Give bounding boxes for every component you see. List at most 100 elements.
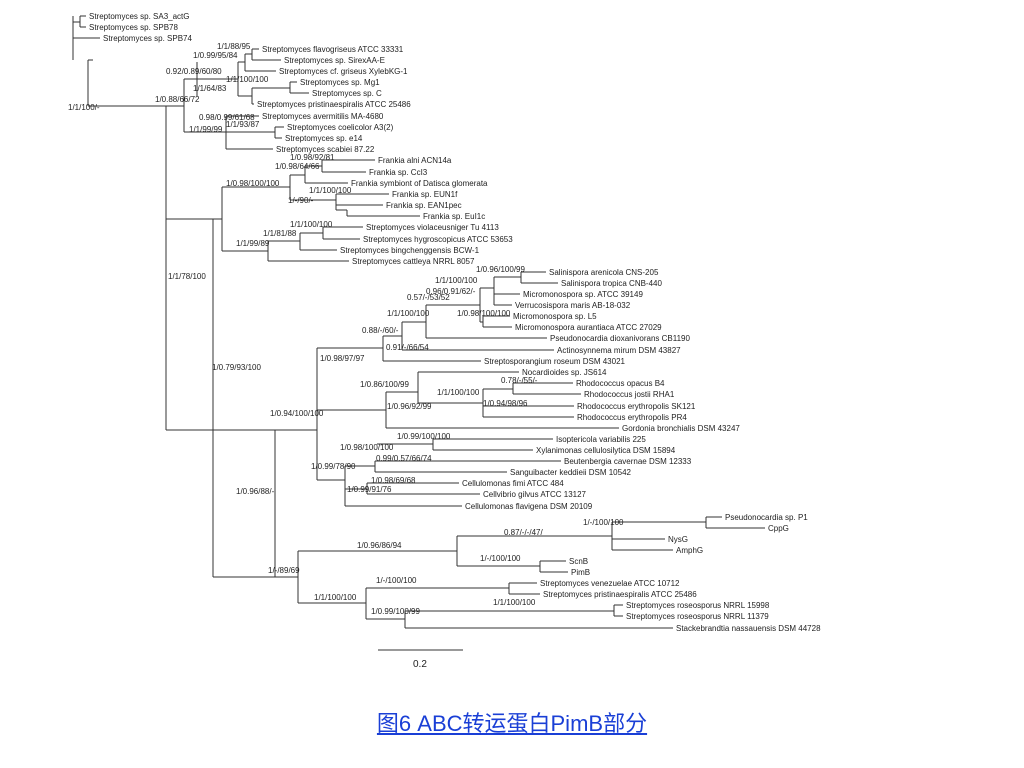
support-label: 1/0.96/86/94 [357, 541, 402, 550]
support-label: 1/1/100/100 [314, 593, 357, 602]
support-label: 0.99/0.57/66/74 [376, 454, 432, 463]
taxon-label: Streptomyces sp. SirexAA-E [284, 56, 385, 65]
support-label: 1/0.94/98/96 [483, 399, 528, 408]
taxon-label: Streptomyces bingchenggensis BCW-1 [340, 246, 480, 255]
taxon-label: PimB [571, 568, 590, 577]
taxon-label: Streptomyces cf. griseus XylebKG-1 [279, 67, 408, 76]
taxon-label: Streptomyces flavogriseus ATCC 33331 [262, 45, 404, 54]
taxon-label: Rhodococcus erythropolis SK121 [577, 402, 696, 411]
taxon-label: ScnB [569, 557, 588, 566]
support-label: 1/0.86/100/99 [360, 380, 409, 389]
taxon-label: Gordonia bronchialis DSM 43247 [622, 424, 740, 433]
taxon-label: Frankia sp. EAN1pec [386, 201, 462, 210]
support-label: 1/1/100/100 [435, 276, 478, 285]
support-label: 1/1/100/100 [290, 220, 333, 229]
taxon-label: Rhodococcus opacus B4 [576, 379, 665, 388]
taxon-label: Streptomyces venezuelae ATCC 10712 [540, 579, 680, 588]
support-label: 1/0.99/95/84 [193, 51, 238, 60]
support-label: 1/1/93/87 [226, 120, 260, 129]
taxon-label: Stackebrandtia nassauensis DSM 44728 [676, 624, 821, 633]
support-label: 1/1/100/- [68, 103, 100, 112]
taxon-label: NysG [668, 535, 688, 544]
taxon-labels: Streptomyces sp. SA3_actG Streptomyces sp… [89, 12, 821, 633]
support-label: 1/1/100/100 [437, 388, 480, 397]
support-label: 1/-/89/69 [268, 566, 300, 575]
support-label: 1/0.99/78/90 [311, 462, 356, 471]
support-label: 1/-/100/100 [583, 518, 624, 527]
taxon-label: Salinispora tropica CNB-440 [561, 279, 662, 288]
support-label: 1/0.98/97/97 [320, 354, 365, 363]
support-label: 0.57/-/53/52 [407, 293, 450, 302]
scale-bar-label: 0.2 [413, 659, 427, 670]
tree-branches [72, 15, 765, 629]
support-label: 0.98/0.99/61/68 [199, 113, 255, 122]
taxon-label: Micromonospora sp. ATCC 39149 [523, 290, 643, 299]
taxon-label: Streptomyces scabiei 87.22 [276, 145, 375, 154]
support-label: 1/0.99/100/99 [371, 607, 420, 616]
support-label: 1/1/100/100 [387, 309, 430, 318]
support-label: 1/1/81/88 [263, 229, 297, 238]
support-label: 1/0.88/66/72 [155, 95, 200, 104]
support-label: 1/0.98/100/100 [457, 309, 511, 318]
support-label: 1/0.79/93/100 [212, 363, 261, 372]
taxon-label: Xylanimonas cellulosilytica DSM 15894 [536, 446, 676, 455]
taxon-label: Frankia symbiont of Datisca glomerata [351, 179, 488, 188]
taxon-label: Cellulomonas fimi ATCC 484 [462, 479, 564, 488]
taxon-label: Streptomyces violaceusniger Tu 4113 [366, 223, 499, 232]
support-label: 1/1/78/100 [168, 272, 206, 281]
support-label: 1/0.99/91/76 [347, 485, 392, 494]
figure-caption: 图6 ABC转运蛋白PimB部分 [376, 711, 648, 736]
support-label: 0.88/-/60/- [362, 326, 399, 335]
taxon-label: Pseudonocardia sp. P1 [725, 513, 808, 522]
support-label: 1/0.98/92/81 [290, 153, 335, 162]
taxon-label: Streptosporangium roseum DSM 43021 [484, 357, 626, 366]
taxon-label: Isoptericola variabilis 225 [556, 435, 646, 444]
support-label: 1/1/100/100 [309, 186, 352, 195]
support-label: 1/-/100/100 [376, 576, 417, 585]
taxon-label: Micromonospora sp. L5 [513, 312, 597, 321]
taxon-label: Salinispora arenicola CNS-205 [549, 268, 659, 277]
support-label: 1/0.98/100/100 [340, 443, 394, 452]
taxon-label: Frankia sp. CcI3 [369, 168, 428, 177]
support-label: 1/1/99/99 [189, 125, 223, 134]
support-label: 0.78/-/55/- [501, 376, 538, 385]
support-label: 1/0.96/100/99 [476, 265, 525, 274]
taxon-label: Streptomyces pristinaespiralis ATCC 2548… [543, 590, 697, 599]
support-label: 1/0.99/100/100 [397, 432, 451, 441]
taxon-label: Streptomyces cattleya NRRL 8057 [352, 257, 475, 266]
taxon-label: Rhodococcus erythropolis PR4 [577, 413, 687, 422]
support-label: 1/1/64/83 [193, 84, 227, 93]
support-label: 1/0.98/69/68 [371, 476, 416, 485]
scale-bar: 0.2 [378, 649, 463, 670]
support-label: 0.87/-/-/47/ [504, 528, 543, 537]
taxon-label: Frankia sp. EUN1f [392, 190, 458, 199]
taxon-label: Rhodococcus jostii RHA1 [584, 390, 675, 399]
taxon-label: Streptomyces sp. e14 [285, 134, 363, 143]
support-labels: 1/1/88/951/0.99/95/840.92/0.89/60/801/1/… [68, 42, 624, 616]
support-label: 1/0.96/88/- [236, 487, 275, 496]
support-label: 1/0.94/100/100 [270, 409, 324, 418]
taxon-label: Streptomyces sp. Mg1 [300, 78, 380, 87]
taxon-label: Streptomyces sp. C [312, 89, 382, 98]
support-label: 1/-/100/100 [480, 554, 521, 563]
taxon-label: Cellvibrio gilvus ATCC 13127 [483, 490, 587, 499]
taxon-label: Streptomyces pristinaespiralis ATCC 2548… [257, 100, 411, 109]
taxon-label: Cellulomonas flavigena DSM 20109 [465, 502, 593, 511]
taxon-label: Streptomyces sp. SPB78 [89, 23, 178, 32]
support-label: 1/1/100/100 [226, 75, 269, 84]
support-label: 1/0.96/92/99 [387, 402, 432, 411]
taxon-label: Streptomyces sp. SPB74 [103, 34, 192, 43]
taxon-label: Streptomyces roseosporus NRRL 11379 [626, 612, 769, 621]
taxon-label: Streptomyces hygroscopicus ATCC 53653 [363, 235, 513, 244]
support-label: 1/1/100/100 [493, 598, 536, 607]
phylogenetic-tree: Streptomyces sp. SA3_actG Streptomyces sp… [68, 12, 821, 670]
support-label: 1/0.98/64/66 [275, 162, 320, 171]
support-label: 0.91/-/66/54 [386, 343, 429, 352]
taxon-label: Streptomyces sp. SA3_actG [89, 12, 190, 21]
taxon-label: Frankia alni ACN14a [378, 156, 452, 165]
taxon-label: Beutenbergia cavernae DSM 12333 [564, 457, 692, 466]
taxon-label: AmphG [676, 546, 703, 555]
taxon-label: CppG [768, 524, 789, 533]
taxon-label: Actinosynnema mirum DSM 43827 [557, 346, 681, 355]
taxon-label: Frankia sp. EuI1c [423, 212, 485, 221]
